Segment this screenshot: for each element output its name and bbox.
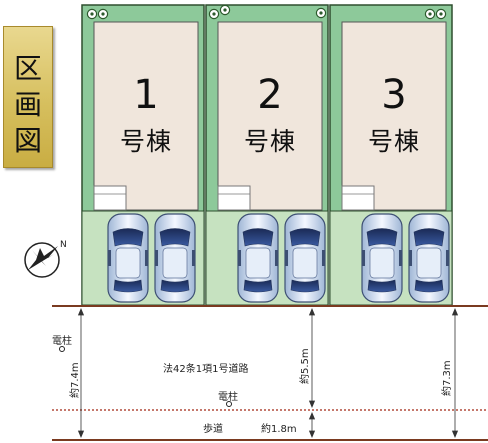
house-2-footprint	[217, 21, 323, 211]
utility-pole-center	[226, 401, 232, 407]
utility-pole-center-label: 電柱	[218, 392, 238, 403]
utility-pole-left-label: 電柱	[52, 336, 72, 347]
utility-pole-left	[59, 346, 65, 352]
house-3-footprint	[341, 21, 447, 211]
house-1-footprint	[93, 21, 199, 211]
building-number: 2	[257, 72, 283, 118]
title-char: 図	[13, 124, 42, 157]
sidewalk-label: 歩道	[203, 424, 223, 435]
compass-icon	[24, 242, 60, 278]
dimension-lines	[77, 307, 459, 439]
road-width-left: 約7.4m	[70, 362, 81, 398]
road-width-right: 約7.3m	[442, 360, 453, 396]
title-char: 画	[13, 88, 42, 121]
entry-2	[217, 185, 251, 211]
title-char: 区	[13, 52, 42, 85]
building-number: 3	[381, 72, 407, 118]
building-label: 号棟	[243, 127, 296, 156]
compass-north-label: N	[60, 240, 67, 250]
title-label: 区 画 図	[3, 26, 53, 168]
building-number: 1	[133, 72, 159, 118]
building-label: 号棟	[367, 127, 420, 156]
road-width-middle: 約5.5m	[300, 348, 311, 384]
car-icon	[107, 213, 450, 303]
building-label: 号棟	[119, 127, 172, 156]
road-name: 法42条1項1号道路	[163, 364, 249, 375]
entry-3	[341, 185, 375, 211]
entry-1	[93, 185, 127, 211]
sidewalk-width: 約1.8m	[261, 424, 297, 435]
